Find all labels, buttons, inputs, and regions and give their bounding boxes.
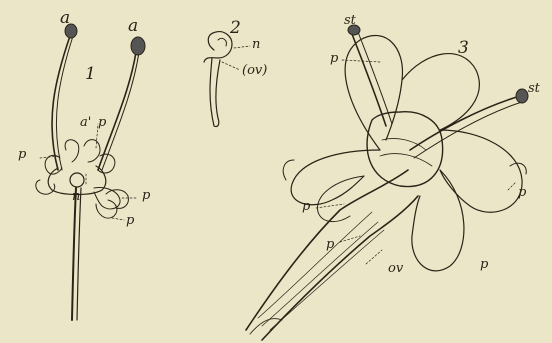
label-a-prime: a' [80, 116, 91, 129]
label-ov-fig2: (ov) [242, 64, 267, 77]
label-p-right: p [142, 189, 150, 202]
label-ov-fig3: ov [388, 262, 403, 275]
figure-number-3: 3 [458, 40, 469, 57]
label-p-inner: p [98, 116, 106, 129]
label-p-lower: p [126, 214, 134, 227]
label-st-right: st [528, 82, 540, 95]
label-p-top-fig3: p [330, 52, 338, 65]
label-p-left: p [18, 148, 26, 161]
label-p-right-fig3: p [518, 186, 526, 199]
label-a-left: a [60, 10, 70, 27]
label-n-fig1: n [72, 190, 80, 203]
label-p-bottom-fig3: p [480, 258, 488, 271]
figure-2-drawing [204, 32, 250, 127]
label-p-mid-fig3: p [326, 238, 334, 251]
figure-number-1: 1 [85, 66, 96, 83]
label-a-right: a [128, 18, 138, 35]
figure-3-drawing [246, 25, 528, 340]
label-p-left-fig3: p [302, 200, 310, 213]
label-n-fig2: n [252, 38, 260, 51]
figure-number-2: 2 [230, 20, 241, 37]
label-st-top: st [344, 14, 356, 27]
